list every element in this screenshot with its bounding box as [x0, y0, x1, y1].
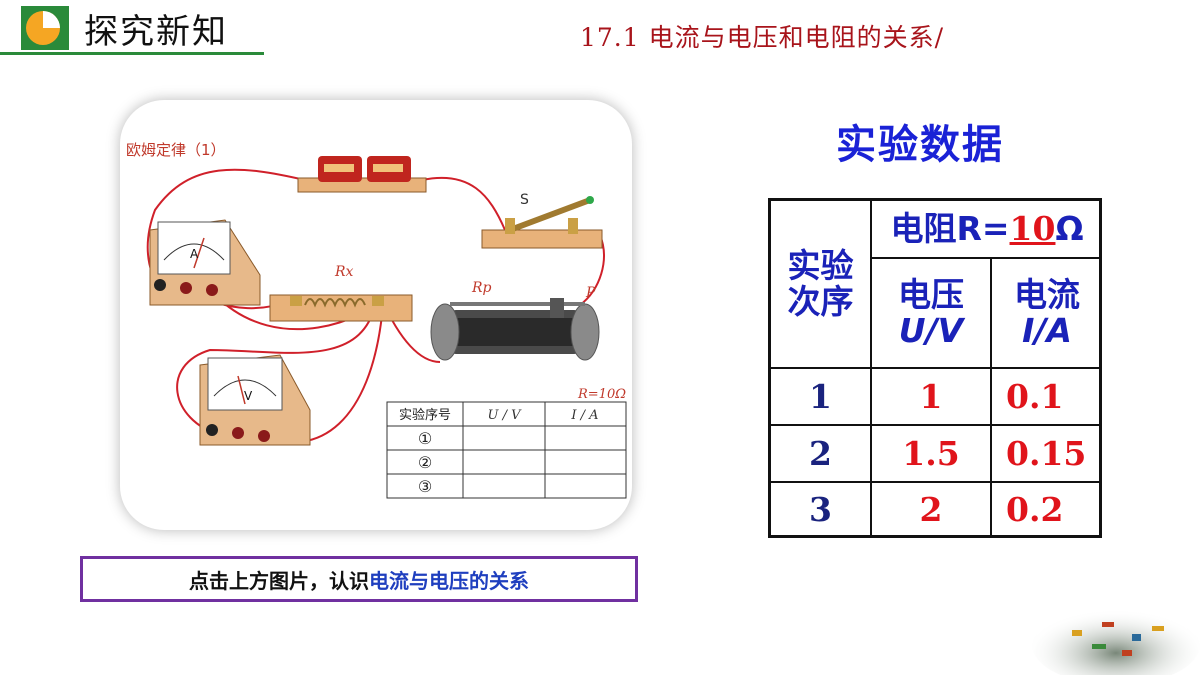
- resistance-note: R=10Ω: [577, 387, 626, 402]
- header-logo-icon: [21, 6, 69, 50]
- header-divider: [0, 52, 264, 55]
- inner-header-order: 实验序号: [399, 407, 451, 423]
- row-2-current: 0.15: [1006, 434, 1087, 473]
- ammeter: [149, 219, 261, 306]
- voltmeter-symbol: V: [244, 389, 253, 403]
- inner-header-current: I / A: [570, 408, 598, 423]
- inner-header-voltage: U / V: [488, 408, 523, 423]
- current-header-label: 电流: [1014, 274, 1080, 314]
- caption-text: 点击上方图片，认识: [189, 568, 369, 593]
- table-divider: [990, 257, 992, 535]
- current-unit: I/A: [1022, 311, 1072, 350]
- figure-title: 欧姆定律（1）: [126, 141, 226, 159]
- row-1-voltage: 1: [919, 377, 943, 416]
- voltmeter: [199, 354, 311, 446]
- row-1-order: 1: [809, 377, 832, 416]
- resistance-unit: Ω: [1055, 208, 1084, 248]
- switch-label: S: [520, 192, 529, 208]
- caption-highlight: 电流与电压的关系: [369, 568, 529, 593]
- lesson-title: 17.1 电流与电压和电阻的关系/: [580, 23, 945, 52]
- circuit-figure[interactable]: 欧姆定律（1） S: [120, 100, 632, 530]
- voltage-header: 电压 U/V: [872, 259, 990, 367]
- voltage-header-label: 电压: [898, 274, 964, 314]
- current-header: 电流 I/A: [992, 259, 1102, 367]
- order-header-line2: 次序: [787, 282, 854, 321]
- data-section-title: 实验数据: [836, 122, 1004, 168]
- table-divider: [771, 481, 1102, 483]
- table-divider: [870, 257, 1102, 259]
- row-2-voltage: 1.5: [902, 434, 960, 473]
- resistance-value: 10: [1009, 208, 1056, 248]
- resistor-rx: [269, 294, 413, 322]
- inner-row-3: ③: [418, 477, 432, 496]
- voltage-unit: U/V: [898, 311, 964, 350]
- ammeter-symbol: A: [190, 247, 199, 261]
- order-header-line1: 实验: [787, 245, 854, 285]
- section-title: 探究新知: [84, 12, 228, 52]
- circuit-diagram: 欧姆定律（1） S: [126, 141, 627, 499]
- circuit-board-decoration: [1032, 605, 1200, 675]
- row-3-order: 3: [809, 489, 832, 529]
- table-divider: [771, 367, 1102, 369]
- row-2-order: 2: [809, 434, 832, 473]
- inner-record-table: [386, 401, 627, 499]
- p-label: P: [585, 285, 596, 301]
- switch: [481, 196, 603, 249]
- rx-label: Rx: [334, 264, 354, 280]
- battery-pack: [297, 156, 427, 193]
- rheostat-rp: [430, 298, 600, 361]
- row-1-current: 0.1: [1006, 377, 1064, 416]
- row-3-voltage: 2: [919, 489, 943, 529]
- resistance-prefix: 电阻R=: [890, 208, 1010, 248]
- row-3-current: 0.2: [1006, 489, 1064, 529]
- table-divider: [771, 424, 1102, 426]
- inner-row-1: ①: [418, 429, 432, 448]
- rp-label: Rp: [471, 280, 492, 296]
- order-header: 实验 次序: [771, 201, 870, 367]
- caption-link[interactable]: 点击上方图片，认识电流与电压的关系: [80, 556, 638, 602]
- inner-row-2: ②: [418, 453, 432, 472]
